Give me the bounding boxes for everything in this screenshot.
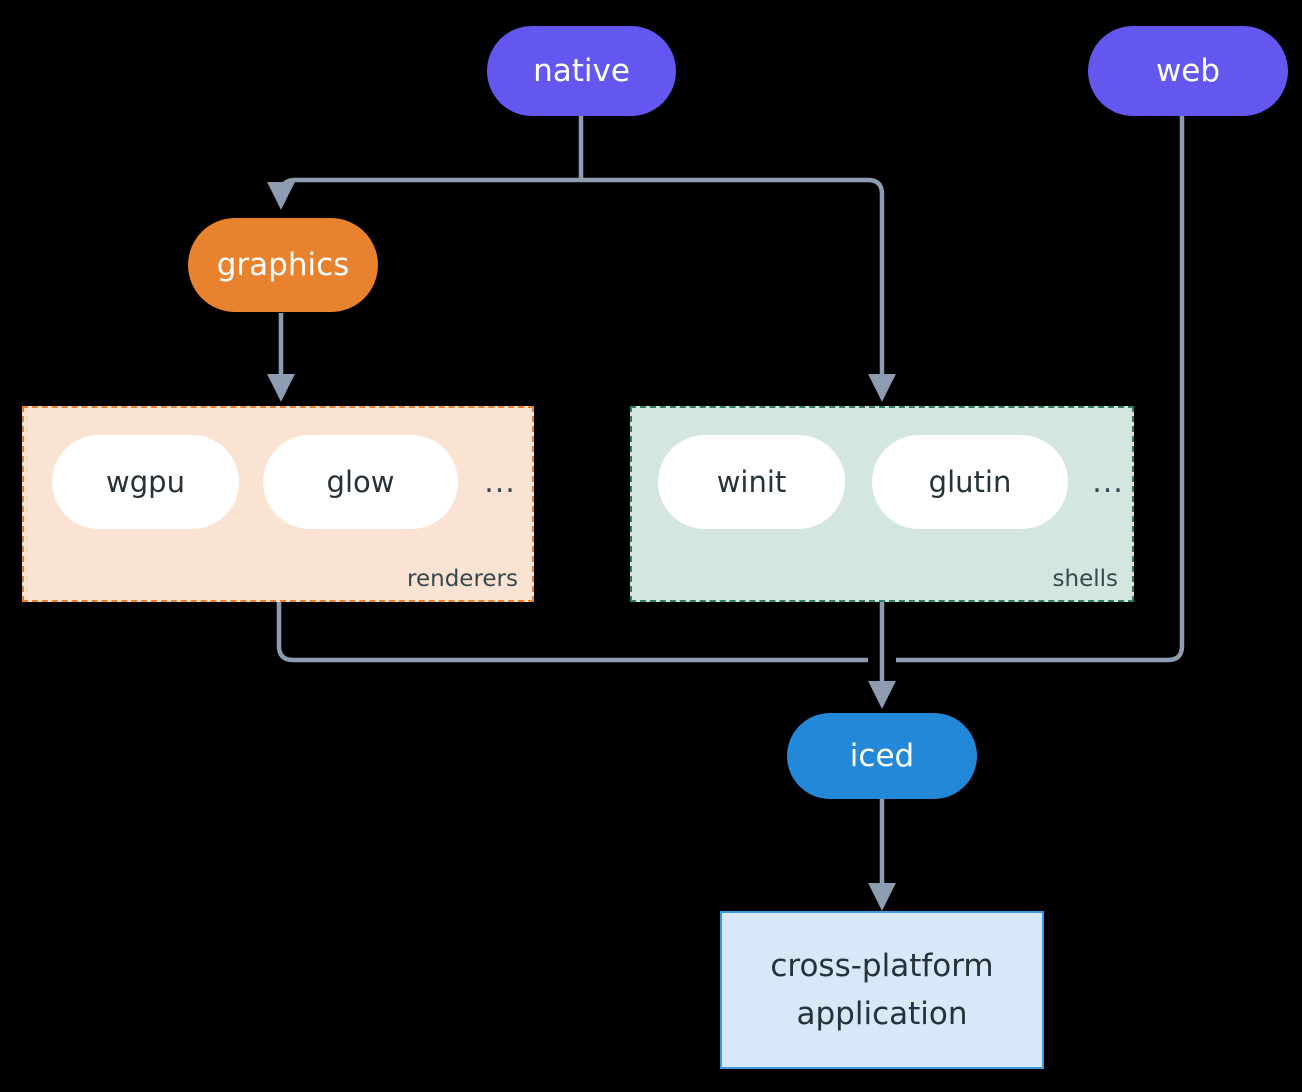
node-cross-platform-application[interactable]: cross-platform application (720, 911, 1044, 1069)
leaf-glow[interactable]: glow (263, 435, 458, 529)
node-graphics-label: graphics (216, 246, 350, 283)
leaf-wgpu[interactable]: wgpu (52, 435, 239, 529)
leaf-glutin[interactable]: glutin (872, 435, 1068, 529)
node-iced-label: iced (849, 737, 915, 774)
node-native[interactable]: native (487, 26, 676, 116)
node-web[interactable]: web (1088, 26, 1288, 116)
leaf-wgpu-label: wgpu (106, 465, 185, 499)
leaf-glow-label: glow (326, 465, 395, 499)
application-label-line1: cross-platform (770, 947, 994, 984)
renderers-overflow-ellipsis: ... (484, 464, 516, 500)
node-native-label: native (533, 52, 630, 89)
cluster-shells: winit glutin ... shells (630, 406, 1134, 602)
shells-overflow-ellipsis: ... (1092, 464, 1124, 500)
node-graphics[interactable]: graphics (188, 218, 378, 312)
leaf-glutin-label: glutin (928, 465, 1012, 499)
cluster-renderers-label: renderers (407, 566, 518, 592)
leaf-winit[interactable]: winit (658, 435, 845, 529)
cluster-shells-label: shells (1052, 566, 1118, 592)
node-web-label: web (1155, 52, 1221, 89)
edge-native-to-graphics (267, 177, 581, 210)
edge-native-to-shells (581, 177, 896, 402)
cluster-renderers: wgpu glow ... renderers (22, 406, 534, 602)
edge-renderers-to-iced (276, 602, 868, 663)
leaf-winit-label: winit (716, 465, 787, 499)
node-iced[interactable]: iced (787, 713, 977, 799)
application-label-line2: application (796, 996, 968, 1032)
